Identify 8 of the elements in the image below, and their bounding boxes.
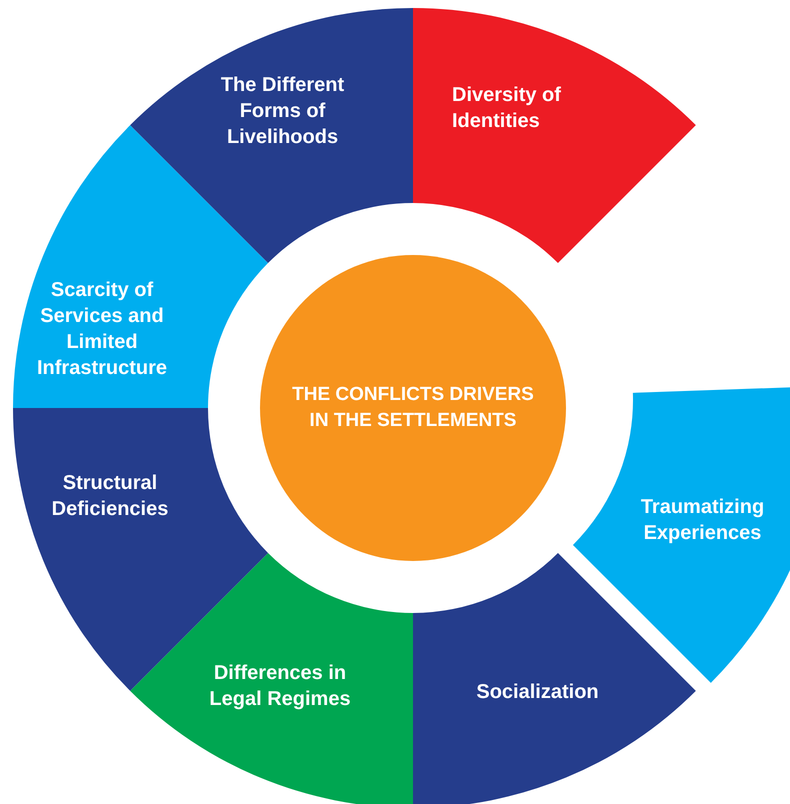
segment-label: Diversity of Identities	[452, 83, 562, 134]
segment-label: Scarcity of Services and Limited Infrastructure	[36, 278, 168, 381]
segment-label: Differences in Legal Regimes	[208, 661, 352, 712]
segment-label: Socialization	[475, 680, 600, 705]
center-title: THE CONFLICTS DRIVERS IN THE SETTLEMENTS	[291, 383, 535, 433]
segment-label: Traumatizing Experiences	[640, 495, 766, 546]
segment-label: The Different Forms of Livelihoods	[220, 73, 346, 150]
segment-label: Structural Deficiencies	[50, 471, 170, 522]
